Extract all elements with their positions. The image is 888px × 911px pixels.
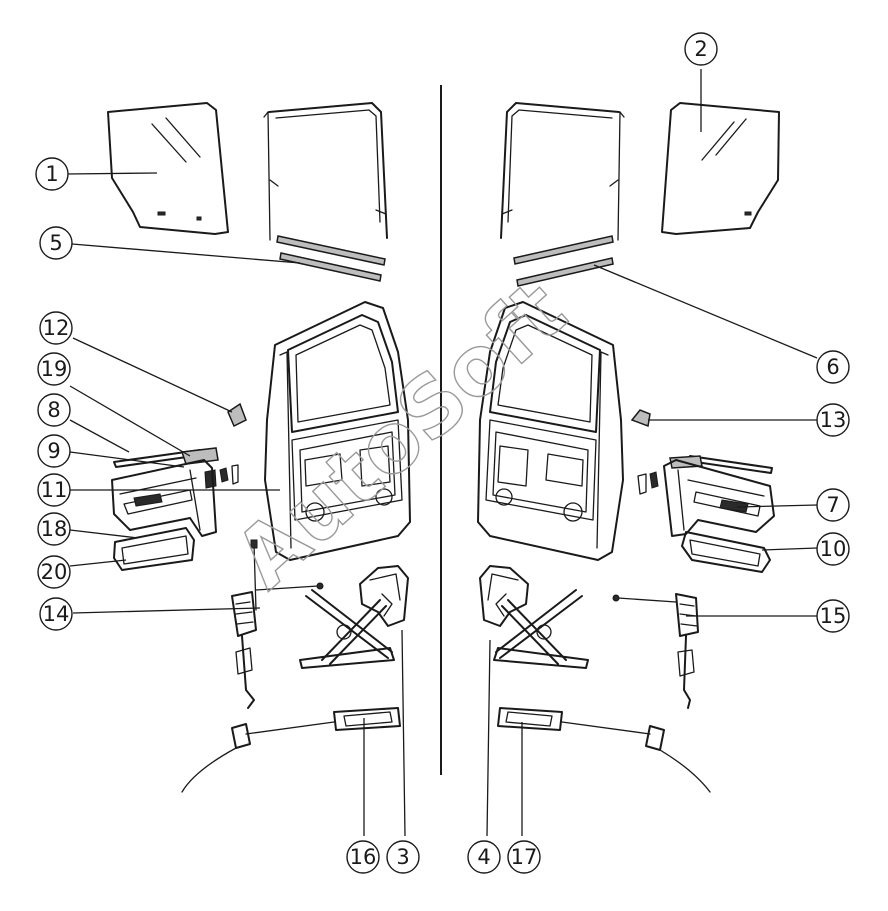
right-door-shell [477,301,624,561]
left-door-lock [181,707,401,793]
left-window-regulator [299,565,409,669]
callout-20: 20 [37,555,71,589]
left-switch-clips [204,464,239,489]
callout-11: 11 [37,473,71,507]
callout-8-label: 8 [47,398,60,422]
right-belt-weatherstrip [513,235,614,287]
callout-10: 10 [816,532,850,566]
callout-15: 15 [816,599,850,633]
callout-3-label: 3 [396,845,409,869]
callout-3: 3 [386,840,420,874]
left-regulator-motor [231,539,324,709]
callout-18-label: 18 [41,517,68,541]
watermark-text: AutoSoft [218,263,585,606]
left-mirror-bracket [227,402,247,428]
callout-13-label: 13 [820,408,847,432]
right-door-glass [661,102,780,235]
callout-12-label: 12 [43,316,70,340]
right-door-trim-panel [663,459,775,537]
right-window-regulator [479,565,589,669]
left-trim-strips [113,447,219,468]
callout-1: 1 [35,157,69,191]
callout-4-label: 4 [477,845,490,869]
callout-7-label: 7 [826,493,839,517]
right-lower-trim-pocket [681,531,771,573]
callout-17: 17 [507,840,541,874]
callout-8: 8 [37,393,71,427]
callout-1-label: 1 [45,162,58,186]
callout-15-label: 15 [820,604,847,628]
left-door-shell [264,301,411,561]
callout-11-label: 11 [41,478,68,502]
callout-12: 12 [39,311,73,345]
left-lower-trim-pocket [113,527,195,571]
callout-6-label: 6 [826,355,839,379]
callout-18: 18 [37,512,71,546]
right-switch-clips [637,471,659,495]
leader-lines [66,69,818,837]
left-door-trim-panel [111,459,217,537]
callout-2: 2 [684,32,718,66]
callout-16: 16 [346,840,380,874]
right-glass-run-frame [500,102,625,241]
callout-6: 6 [816,350,850,384]
callout-7: 7 [816,488,850,522]
left-glass-run-frame [263,102,388,241]
callout-9: 9 [37,434,71,468]
callout-10-label: 10 [820,537,847,561]
right-trim-strip [669,455,773,474]
callout-20-label: 20 [41,560,68,584]
callout-9-label: 9 [47,439,60,463]
callout-17-label: 17 [511,845,538,869]
callout-5-label: 5 [49,231,62,255]
callout-14: 14 [39,597,73,631]
right-door-lock [497,707,711,793]
left-belt-weatherstrip [276,235,386,282]
right-regulator-motor [612,593,699,709]
callout-4: 4 [467,840,501,874]
callout-16-label: 16 [350,845,377,869]
callout-14-label: 14 [43,602,70,626]
right-mirror-bracket [630,409,651,428]
callout-2-label: 2 [694,37,707,61]
left-door-glass [107,102,229,235]
callout-13: 13 [816,403,850,437]
callout-19: 19 [37,352,71,386]
callout-5: 5 [39,226,73,260]
callout-19-label: 19 [41,357,68,381]
